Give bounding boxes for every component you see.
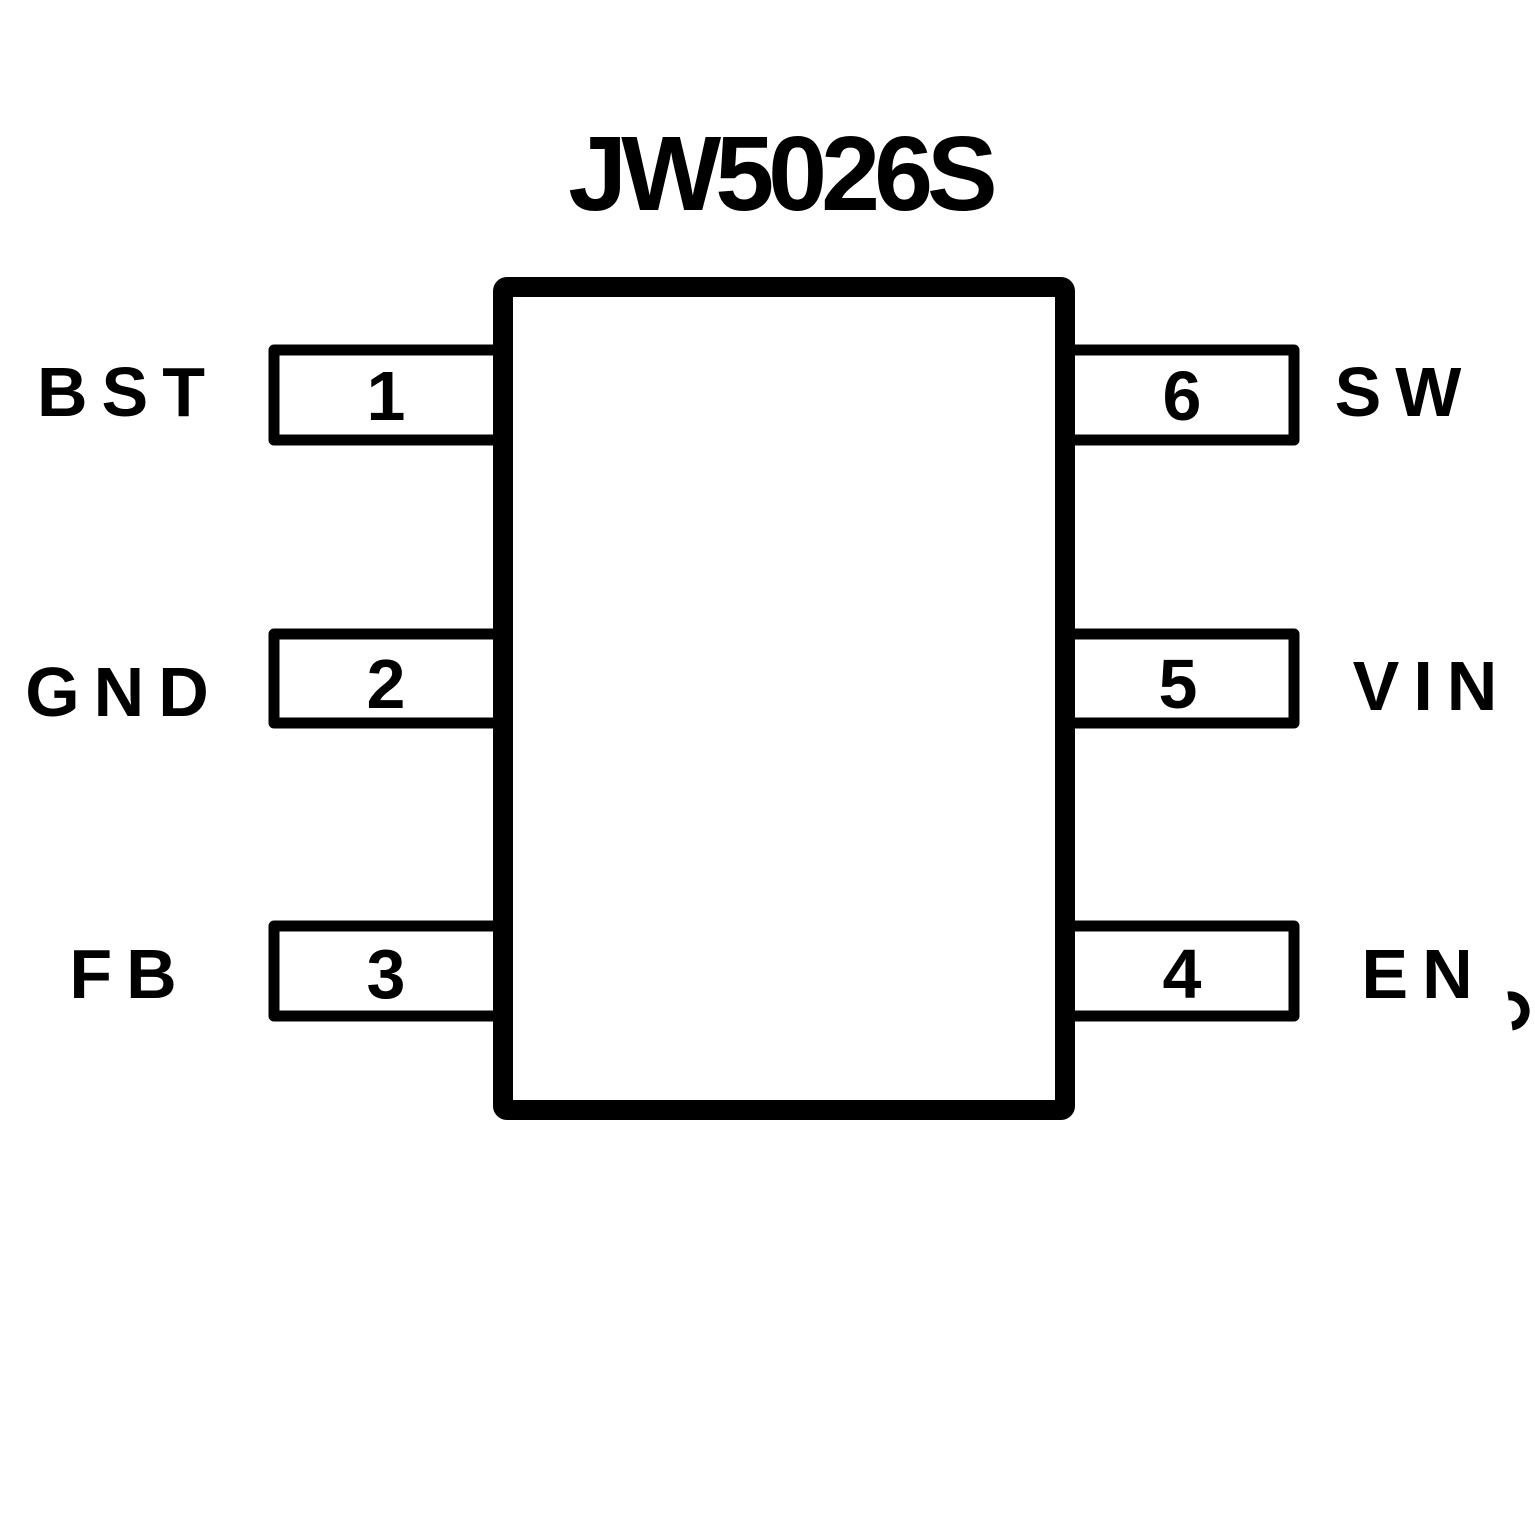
pin-3-number: 3 — [367, 935, 406, 1013]
pin-5-number: 5 — [1159, 645, 1198, 723]
pin-4-number: 4 — [1163, 935, 1202, 1013]
chip-body — [493, 277, 1075, 1120]
pin-2-lead — [268, 628, 493, 729]
pin-3: 3 FB — [69, 920, 493, 1022]
pin-6-lead — [1075, 344, 1300, 446]
pin-2: 2 GND — [25, 628, 493, 731]
pin-3-lead — [268, 920, 493, 1022]
pin-6-number: 6 — [1163, 357, 1202, 435]
pin-2-name: GND — [25, 653, 223, 731]
pin-5: 5 VIN — [1075, 628, 1512, 729]
partial-circle-mark — [1507, 991, 1530, 1031]
pin-1-number: 1 — [367, 357, 406, 435]
pin-6-name: SW — [1335, 353, 1476, 431]
pin-4: 4 EN — [1075, 920, 1486, 1022]
pin-6: 6 SW — [1075, 344, 1476, 446]
pin-3-name: FB — [69, 935, 190, 1013]
pin-1-lead — [268, 344, 493, 446]
pin-1-name: BST — [37, 353, 219, 431]
pin-1: 1 BST — [37, 344, 493, 446]
pin-2-number: 2 — [367, 645, 406, 723]
pin-5-name: VIN — [1353, 647, 1512, 725]
pin-4-name: EN — [1361, 935, 1486, 1013]
pin-4-lead — [1075, 920, 1300, 1022]
pin-5-lead — [1075, 628, 1300, 729]
chip-title: JW5026S — [568, 115, 994, 233]
